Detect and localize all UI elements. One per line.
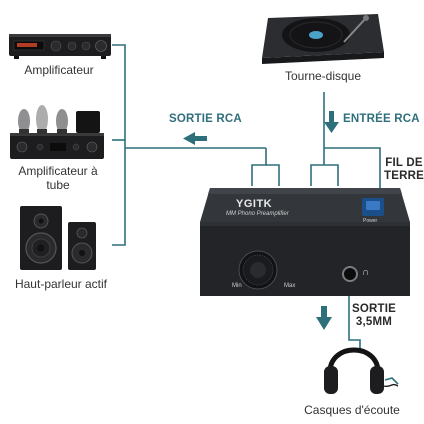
tube-amplifier-icon (10, 105, 104, 159)
turntable-label: Tourne-disque (284, 69, 362, 83)
knob-icon (238, 250, 278, 290)
phono-preamp: YGITK MM Phono Preamplifier Power Min Ma… (196, 186, 412, 298)
tube-amplifier-label: Amplificateur à tube (18, 164, 98, 192)
preamp-body (200, 188, 410, 296)
turntable-icon (262, 14, 384, 64)
preamp-model: MM Phono Preamplifier (226, 211, 289, 217)
active-speaker-label: Haut-parleur actif (14, 277, 108, 291)
tube-amplifier-device (8, 103, 106, 161)
ground-wire-label: FIL DE TERRE (384, 157, 424, 183)
headphones-icon (324, 347, 399, 394)
knob-max-label: Max (284, 283, 296, 289)
amplifier-label: Amplificateur (24, 63, 94, 77)
rca-input-label: ENTRÉE RCA (343, 113, 420, 125)
output-35mm-label: SORTIE 3,5MM (352, 303, 396, 329)
headphone-jack[interactable] (342, 266, 358, 282)
turntable-device (258, 8, 388, 66)
ground-wire-label-line2: TERRE (384, 170, 424, 183)
output-35mm-label-line1: SORTIE (352, 303, 397, 315)
preamp-brand: YGITK (236, 198, 273, 210)
amplifier-device (8, 32, 112, 60)
power-switch[interactable] (362, 198, 384, 216)
active-speaker-device (18, 204, 98, 272)
ground-wire-label-line1: FIL DE (385, 157, 423, 169)
knob-min-label: Min (232, 283, 242, 289)
power-label: Power (363, 218, 378, 224)
volume-knob[interactable] (238, 250, 278, 290)
amplifier-icon (9, 34, 111, 59)
headphones-device (318, 330, 399, 400)
headphones-label: Casques d'écoute (304, 403, 400, 417)
headphone-symbol-icon: ∩ (362, 267, 370, 278)
speaker-icon (20, 206, 96, 270)
output-35mm-label-line2: 3,5MM (355, 316, 393, 329)
rca-output-label: SORTIE RCA (169, 113, 242, 125)
